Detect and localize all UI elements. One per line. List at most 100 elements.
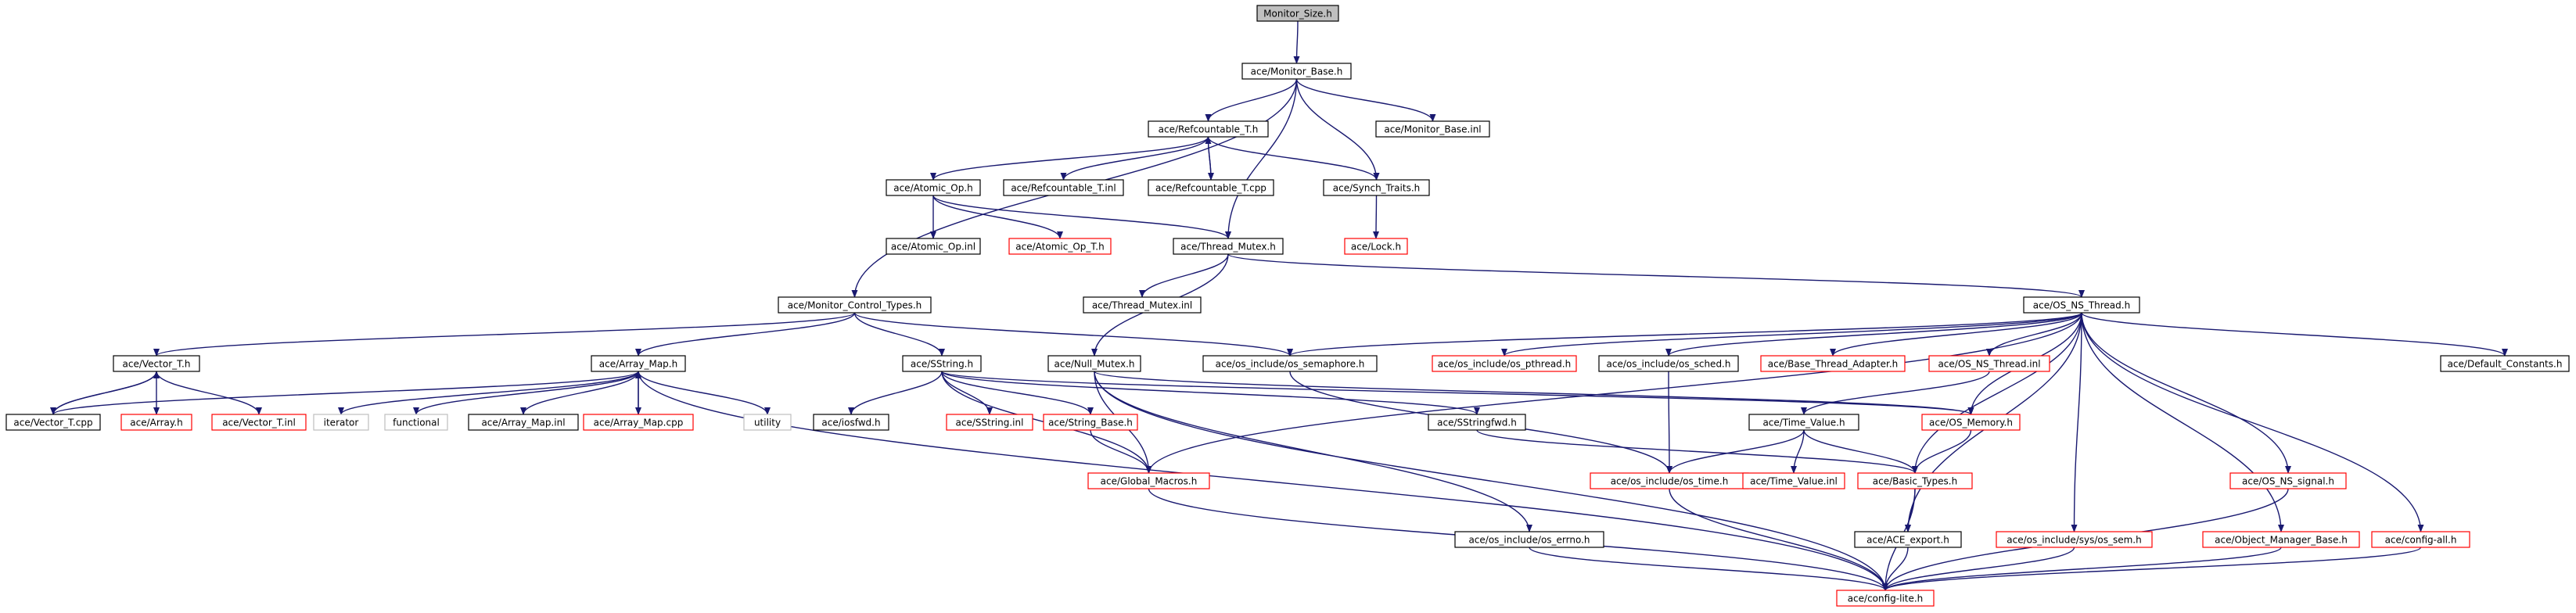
- node-os-sem[interactable]: ace/os_include/sys/os_sem.h: [1996, 531, 2153, 548]
- node-box[interactable]: [2371, 531, 2470, 548]
- node-vector-t-inl[interactable]: ace/Vector_T.inl: [211, 414, 307, 431]
- node-thread-mutex[interactable]: ace/Thread_Mutex.h: [1173, 238, 1284, 255]
- node-string-base[interactable]: ace/String_Base.h: [1043, 414, 1138, 431]
- node-null-mutex[interactable]: ace/Null_Mutex.h: [1047, 355, 1141, 372]
- node-os-ns-signal[interactable]: ace/OS_NS_signal.h: [2229, 472, 2347, 489]
- node-box[interactable]: [313, 414, 369, 431]
- node-config-lite[interactable]: ace/config-lite.h: [1836, 590, 1935, 607]
- node-os-ns-thread[interactable]: ace/OS_NS_Thread.h: [2023, 296, 2140, 314]
- node-object-manager-base[interactable]: ace/Object_Manager_Base.h: [2202, 531, 2360, 548]
- node-box[interactable]: [1760, 355, 1906, 372]
- node-box[interactable]: [120, 414, 192, 431]
- node-os-semaphore[interactable]: ace/os_include/os_semaphore.h: [1202, 355, 1378, 372]
- node-iosfwd[interactable]: ace/iosfwd.h: [813, 414, 889, 431]
- node-monitor-base-inl[interactable]: ace/Monitor_Base.inl: [1375, 120, 1490, 138]
- node-box[interactable]: [384, 414, 448, 431]
- node-box[interactable]: [1043, 414, 1138, 431]
- node-os-pthread[interactable]: ace/os_include/os_pthread.h: [1432, 355, 1577, 372]
- node-refcountable-t-inl[interactable]: ace/Refcountable_T.inl: [1003, 179, 1124, 196]
- node-box[interactable]: [1748, 414, 1859, 431]
- node-box[interactable]: [1148, 120, 1269, 138]
- node-time-value-inl[interactable]: ace/Time_Value.inl: [1742, 472, 1845, 489]
- node-box[interactable]: [1083, 296, 1202, 314]
- node-thread-mutex-inl[interactable]: ace/Thread_Mutex.inl: [1083, 296, 1202, 314]
- node-box[interactable]: [1598, 355, 1739, 372]
- node-sstring[interactable]: ace/SString.h: [902, 355, 982, 372]
- node-global-macros[interactable]: ace/Global_Macros.h: [1087, 472, 1210, 489]
- node-array-map-inl[interactable]: ace/Array_Map.inl: [468, 414, 579, 431]
- node-ace-export[interactable]: ace/ACE_export.h: [1854, 531, 1962, 548]
- node-default-constants[interactable]: ace/Default_Constants.h: [2440, 355, 2570, 372]
- node-box[interactable]: [1836, 590, 1935, 607]
- node-time-value[interactable]: ace/Time_Value.h: [1748, 414, 1859, 431]
- node-box[interactable]: [5, 414, 101, 431]
- node-box[interactable]: [113, 355, 200, 372]
- node-box[interactable]: [2023, 296, 2140, 314]
- node-refcountable-t[interactable]: ace/Refcountable_T.h: [1148, 120, 1269, 138]
- node-os-ns-thread-inl[interactable]: ace/OS_NS_Thread.inl: [1928, 355, 2050, 372]
- node-box[interactable]: [468, 414, 579, 431]
- node-box[interactable]: [778, 296, 932, 314]
- node-box[interactable]: [1854, 531, 1962, 548]
- node-sstring-inl[interactable]: ace/SString.inl: [946, 414, 1033, 431]
- node-box[interactable]: [1375, 120, 1490, 138]
- node-os-memory[interactable]: ace/OS_Memory.h: [1921, 414, 2021, 431]
- node-box[interactable]: [1454, 531, 1604, 548]
- node-box[interactable]: [1173, 238, 1284, 255]
- node-monitor-size[interactable]: Monitor_Size.h: [1256, 5, 1339, 22]
- node-atomic-op-t[interactable]: ace/Atomic_Op_T.h: [1008, 238, 1112, 255]
- node-config-all[interactable]: ace/config-all.h: [2371, 531, 2470, 548]
- node-box[interactable]: [591, 355, 686, 372]
- node-box[interactable]: [2229, 472, 2347, 489]
- node-utility[interactable]: utility: [743, 414, 792, 431]
- node-os-sched[interactable]: ace/os_include/os_sched.h: [1598, 355, 1739, 372]
- node-box[interactable]: [2440, 355, 2570, 372]
- node-box[interactable]: [1241, 63, 1352, 80]
- node-box[interactable]: [886, 238, 981, 255]
- node-box[interactable]: [902, 355, 982, 372]
- node-vector-t-cpp[interactable]: ace/Vector_T.cpp: [5, 414, 101, 431]
- node-box[interactable]: [1344, 238, 1408, 255]
- node-box[interactable]: [1928, 355, 2050, 372]
- node-box[interactable]: [886, 179, 981, 196]
- node-box[interactable]: [1003, 179, 1124, 196]
- node-functional[interactable]: functional: [384, 414, 448, 431]
- node-synch-traits[interactable]: ace/Synch_Traits.h: [1323, 179, 1430, 196]
- node-basic-types[interactable]: ace/Basic_Types.h: [1857, 472, 1973, 489]
- node-atomic-op[interactable]: ace/Atomic_Op.h: [886, 179, 981, 196]
- node-base-thread-adapter[interactable]: ace/Base_Thread_Adapter.h: [1760, 355, 1906, 372]
- node-box[interactable]: [1323, 179, 1430, 196]
- node-box[interactable]: [1432, 355, 1577, 372]
- node-label: ace/Array.h: [130, 418, 182, 428]
- node-array-map-cpp[interactable]: ace/Array_Map.cpp: [583, 414, 694, 431]
- node-box[interactable]: [583, 414, 694, 431]
- node-box[interactable]: [946, 414, 1033, 431]
- node-box[interactable]: [1148, 179, 1274, 196]
- node-box[interactable]: [813, 414, 889, 431]
- node-box[interactable]: [743, 414, 792, 431]
- node-box[interactable]: [1996, 531, 2153, 548]
- node-box[interactable]: [211, 414, 307, 431]
- node-atomic-op-inl[interactable]: ace/Atomic_Op.inl: [886, 238, 981, 255]
- node-box[interactable]: [1921, 414, 2021, 431]
- node-box[interactable]: [1742, 472, 1845, 489]
- node-box[interactable]: [1428, 414, 1526, 431]
- node-box[interactable]: [1008, 238, 1112, 255]
- node-box[interactable]: [1202, 355, 1378, 372]
- node-os-time[interactable]: ace/os_include/os_time.h: [1590, 472, 1749, 489]
- node-iterator[interactable]: iterator: [313, 414, 369, 431]
- node-monitor-control-types[interactable]: ace/Monitor_Control_Types.h: [778, 296, 932, 314]
- node-vector-t[interactable]: ace/Vector_T.h: [113, 355, 200, 372]
- node-box[interactable]: [1047, 355, 1141, 372]
- node-refcountable-t-cpp[interactable]: ace/Refcountable_T.cpp: [1148, 179, 1274, 196]
- node-os-errno[interactable]: ace/os_include/os_errno.h: [1454, 531, 1604, 548]
- node-array-map[interactable]: ace/Array_Map.h: [591, 355, 686, 372]
- node-monitor-base[interactable]: ace/Monitor_Base.h: [1241, 63, 1352, 80]
- node-array[interactable]: ace/Array.h: [120, 414, 192, 431]
- node-sstringfwd[interactable]: ace/SStringfwd.h: [1428, 414, 1526, 431]
- node-box[interactable]: [2202, 531, 2360, 548]
- node-box[interactable]: [1857, 472, 1973, 489]
- node-box[interactable]: [1256, 5, 1339, 22]
- node-lock[interactable]: ace/Lock.h: [1344, 238, 1408, 255]
- node-box[interactable]: [1087, 472, 1210, 489]
